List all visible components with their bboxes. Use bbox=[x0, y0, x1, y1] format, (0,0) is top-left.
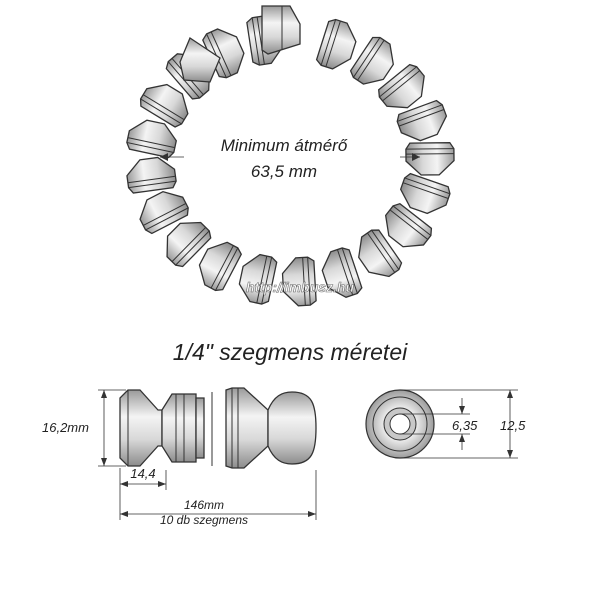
min-diameter-value: 63,5 mm bbox=[251, 162, 317, 181]
section-title: 1/4" szegmens méretei bbox=[173, 339, 408, 365]
segment-side-view bbox=[119, 387, 317, 469]
ring-segment bbox=[126, 156, 177, 194]
min-diameter-arrows bbox=[160, 153, 420, 161]
ring-segment bbox=[384, 202, 433, 248]
ring-segment bbox=[378, 63, 425, 109]
segment-count-label: 10 db szegmens bbox=[160, 513, 248, 527]
ring-end-cap-left bbox=[179, 37, 221, 83]
min-diameter-label: Minimum átmérő bbox=[221, 136, 348, 155]
inner-diameter-label: 6,35 bbox=[452, 418, 478, 433]
ring-segment bbox=[405, 142, 455, 176]
ring-segment bbox=[396, 99, 448, 142]
segment-length-dimension bbox=[119, 468, 167, 490]
ring-segment bbox=[399, 172, 451, 215]
ring-segment bbox=[281, 256, 317, 307]
ring-segment bbox=[321, 247, 363, 299]
outer-diameter-label: 12,5 bbox=[500, 418, 526, 433]
ring-segment bbox=[126, 119, 177, 159]
watermark: http://imbusz.hu bbox=[246, 279, 355, 295]
ring-segment bbox=[139, 83, 189, 128]
ring-segment bbox=[166, 221, 212, 268]
segment-length-label: 14,4 bbox=[130, 466, 155, 481]
total-length-dimension bbox=[119, 470, 317, 520]
ring-segment bbox=[315, 18, 357, 70]
ring-segment bbox=[139, 190, 189, 235]
ring-segment bbox=[358, 229, 403, 278]
total-length-label: 146mm bbox=[184, 498, 224, 512]
ring-segment bbox=[198, 241, 243, 292]
outer-diameter-dimension bbox=[400, 389, 518, 459]
ring-segment bbox=[238, 253, 278, 305]
ring-segment bbox=[349, 36, 394, 85]
height-label: 16,2mm bbox=[42, 420, 89, 435]
ring-end-cap-right bbox=[261, 5, 301, 55]
segment-end-view bbox=[365, 389, 435, 459]
height-dimension bbox=[98, 389, 126, 467]
hose-ring-diagram bbox=[126, 5, 455, 307]
inner-diameter-dimension bbox=[400, 398, 470, 450]
